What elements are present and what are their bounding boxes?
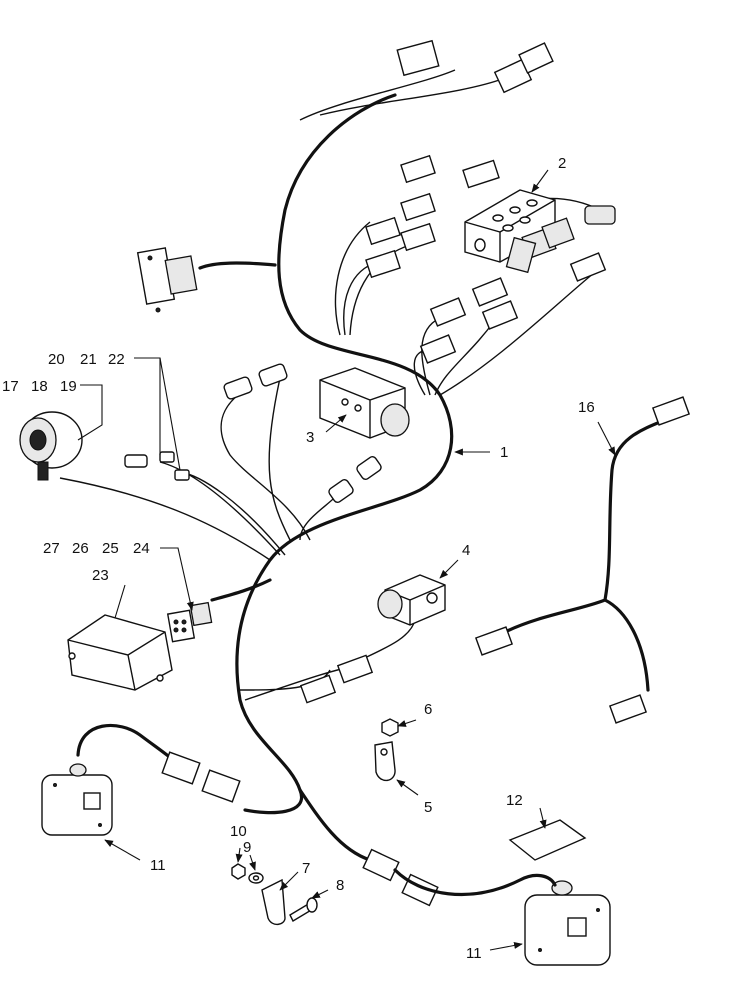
plate-12 xyxy=(508,819,587,861)
callout-25: 25 xyxy=(102,540,119,557)
callout-2: 2 xyxy=(558,155,566,172)
callout-1: 1 xyxy=(500,444,508,461)
callout-5: 5 xyxy=(424,799,432,816)
connector-cluster-upper xyxy=(365,39,607,364)
callout-4: 4 xyxy=(462,542,470,559)
callout-18: 18 xyxy=(31,378,48,395)
clamp-7 xyxy=(261,878,286,926)
callout-24: 24 xyxy=(133,540,150,557)
sensor-17-19 xyxy=(19,411,190,481)
bolt-8 xyxy=(289,897,318,922)
nut-6 xyxy=(381,718,399,737)
branch-wires-upper xyxy=(299,69,506,336)
callout-8: 8 xyxy=(336,877,344,894)
callout-16: 16 xyxy=(578,399,595,416)
callout-6: 6 xyxy=(424,701,432,718)
callout-21: 21 xyxy=(80,351,97,368)
nut-10 xyxy=(231,863,246,880)
callout-3: 3 xyxy=(306,429,314,446)
main-harness-trunk xyxy=(235,93,454,815)
callout-11-right: 11 xyxy=(466,945,482,962)
pressure-switch-11-left xyxy=(41,751,241,836)
solenoid-valve-3 xyxy=(223,363,410,503)
callout-27: 27 xyxy=(43,540,60,557)
callout-22: 22 xyxy=(108,351,125,368)
callout-10: 10 xyxy=(230,823,247,840)
trunk-branch-mid-left xyxy=(210,578,272,602)
callout-26: 26 xyxy=(72,540,89,557)
callout-12: 12 xyxy=(506,792,523,809)
valve-block-2 xyxy=(464,189,616,274)
pressure-switch-11-right xyxy=(362,848,611,966)
callout-20: 20 xyxy=(48,351,65,368)
bracket-connector-left xyxy=(136,247,198,313)
trunk-branch-left-connector xyxy=(198,261,277,270)
callout-19: 19 xyxy=(60,378,77,395)
connector-cluster-16 xyxy=(474,396,691,724)
trunk-branch-lower xyxy=(298,788,372,862)
callout-9: 9 xyxy=(243,839,251,856)
clamp-5 xyxy=(374,741,396,782)
solenoid-valve-4 xyxy=(299,574,446,704)
connector-24-27 xyxy=(166,601,213,643)
callout-7: 7 xyxy=(302,860,310,877)
callout-11-left: 11 xyxy=(150,857,166,874)
right-harness-16 xyxy=(503,418,667,692)
control-module-23 xyxy=(67,614,173,691)
washer-9 xyxy=(248,872,264,884)
callout-23: 23 xyxy=(92,567,109,584)
callout-17: 17 xyxy=(2,378,19,395)
